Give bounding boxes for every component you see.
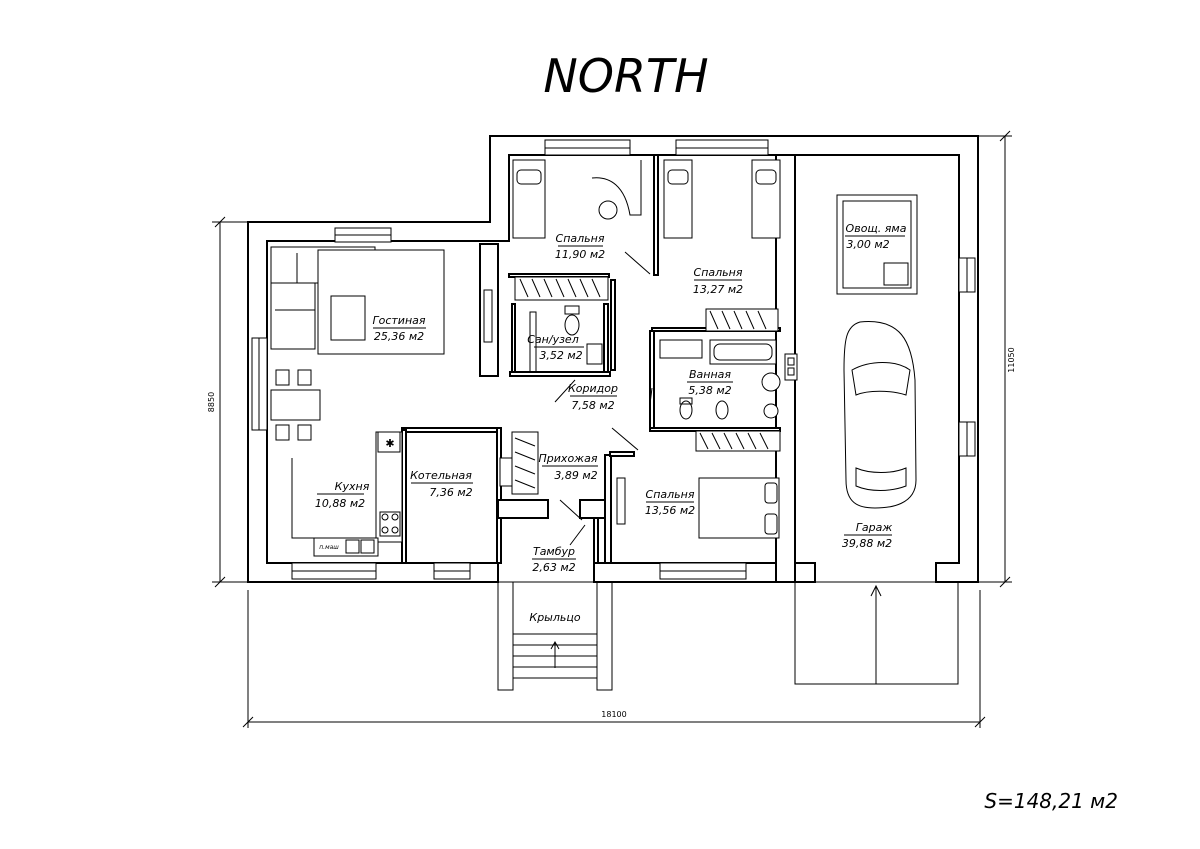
svg-text:2,63 м2: 2,63 м2 [532,561,575,574]
svg-text:Прихожая: Прихожая [539,452,598,465]
dim-left-height: 8850 [207,392,216,412]
dimension-lines [212,130,1012,728]
svg-text:Гостиная: Гостиная [372,314,425,327]
room-label-hall: Прихожая 3,89 м2 [539,452,598,482]
svg-text:3,00 м2: 3,00 м2 [846,238,889,251]
room-label-bedroom-2: Спальня 13,27 м2 [693,266,743,296]
svg-text:3,52 м2: 3,52 м2 [539,349,582,362]
room-label-kitchen: Кухня 10,88 м2 [315,480,370,510]
svg-text:39,88 м2: 39,88 м2 [842,537,892,550]
svg-text:11,90 м2: 11,90 м2 [555,248,605,261]
interior-walls [401,154,781,564]
washing-machine-label: п.маш [319,544,339,551]
svg-text:3,89 м2: 3,89 м2 [554,469,597,482]
svg-text:Коридор: Коридор [568,382,618,395]
svg-text:7,58 м2: 7,58 м2 [571,399,614,412]
svg-text:Кухня: Кухня [335,480,370,493]
plan-title: NORTH [543,49,708,103]
svg-text:5,38 м2: 5,38 м2 [688,384,731,397]
total-area: S=148,21 м2 [984,789,1118,813]
room-label-boiler: Котельная 7,36 м2 [410,469,473,499]
exterior-walls [247,135,979,583]
room-label-bedroom-3: Спальня 13,56 м2 [645,488,695,517]
svg-text:Ванная: Ванная [689,368,731,381]
svg-text:Котельная: Котельная [410,469,472,482]
room-label-living: Гостиная 25,36 м2 [372,314,426,343]
dim-width: 18100 [601,710,626,719]
room-label-corridor: Коридор 7,58 м2 [568,382,618,412]
room-label-garage: Гараж 39,88 м2 [842,521,892,550]
svg-text:13,27 м2: 13,27 м2 [693,283,743,296]
svg-text:Овощ. яма: Овощ. яма [846,222,907,235]
porch-label: Крыльцо [529,611,580,624]
dim-right-height: 11050 [1007,347,1016,372]
svg-text:Гараж: Гараж [856,521,893,534]
svg-text:Спальня: Спальня [556,232,605,245]
room-label-bedroom-1: Спальня 11,90 м2 [555,232,605,261]
room-label-vestibule: Тамбур 2,63 м2 [532,545,576,574]
room-label-cellar: Овощ. яма 3,00 м2 [845,222,907,251]
svg-text:10,88 м2: 10,88 м2 [315,497,365,510]
furniture: ✱ [270,159,959,691]
svg-text:Спальня: Спальня [694,266,743,279]
svg-text:Сан/узел: Сан/узел [527,333,578,346]
svg-text:25,36 м2: 25,36 м2 [374,330,424,343]
garage-wall-bottom-left [794,562,816,583]
svg-text:Спальня: Спальня [646,488,695,501]
svg-text:✱: ✱ [385,437,394,450]
svg-text:13,56 м2: 13,56 м2 [645,504,695,517]
room-label-wc: Сан/узел 3,52 м2 [527,333,584,362]
room-label-bathroom: Ванная 5,38 м2 [687,368,733,397]
svg-text:7,36 м2: 7,36 м2 [429,486,472,499]
svg-text:Тамбур: Тамбур [533,545,575,558]
windows [251,139,976,580]
